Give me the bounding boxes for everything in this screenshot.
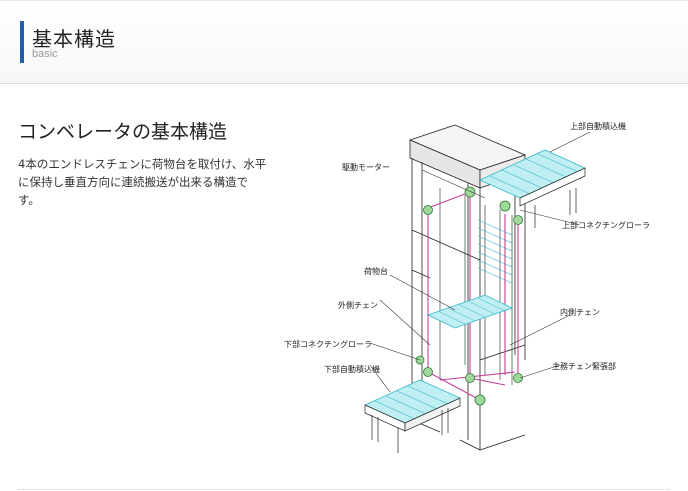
label-lower-loader: 下部自動積込機 [324,364,380,374]
label-drive-motor: 駆動モーター [342,163,390,172]
leader-lines [369,131,591,393]
label-inner-chain: 内側チェン [560,307,600,317]
section-description: 4本のエンドレスチェンに荷物台を取付け、水平に保持し垂直方向に連続搬送が出来る構… [18,157,267,207]
load-platform [426,294,514,329]
chain-loops [427,191,519,401]
conveyor-structure-diagram: 上部自動積込機 駆動モーター 上部コネクチングローラ 荷物台 外側チェン 内側チ… [284,121,650,453]
page-subtitle: basic [32,48,58,60]
sprockets [415,186,523,406]
label-upper-loader: 上部自動積込機 [570,121,626,131]
guide-rails [439,188,513,385]
lower-loader-conveyor [364,379,461,453]
section-title: コンベレータの基本構造 [18,121,228,143]
platform-stack [477,219,513,284]
upper-loader-conveyor [479,149,586,228]
header-accent-bar [20,21,24,63]
page-header: 基本構造 basic [0,0,688,84]
label-chain-tensioner: 主務チェン緊張部 [552,361,616,371]
label-upper-connecting-roller: 上部コネクチングローラ [562,220,650,230]
page-title: 基本構造 [32,27,116,51]
label-lower-connecting-roller: 下部コネクチングローラ [284,339,372,349]
label-outer-chain: 外側チェン [338,300,378,310]
label-load-platform: 荷物台 [364,266,388,276]
footer-divider [18,489,670,490]
